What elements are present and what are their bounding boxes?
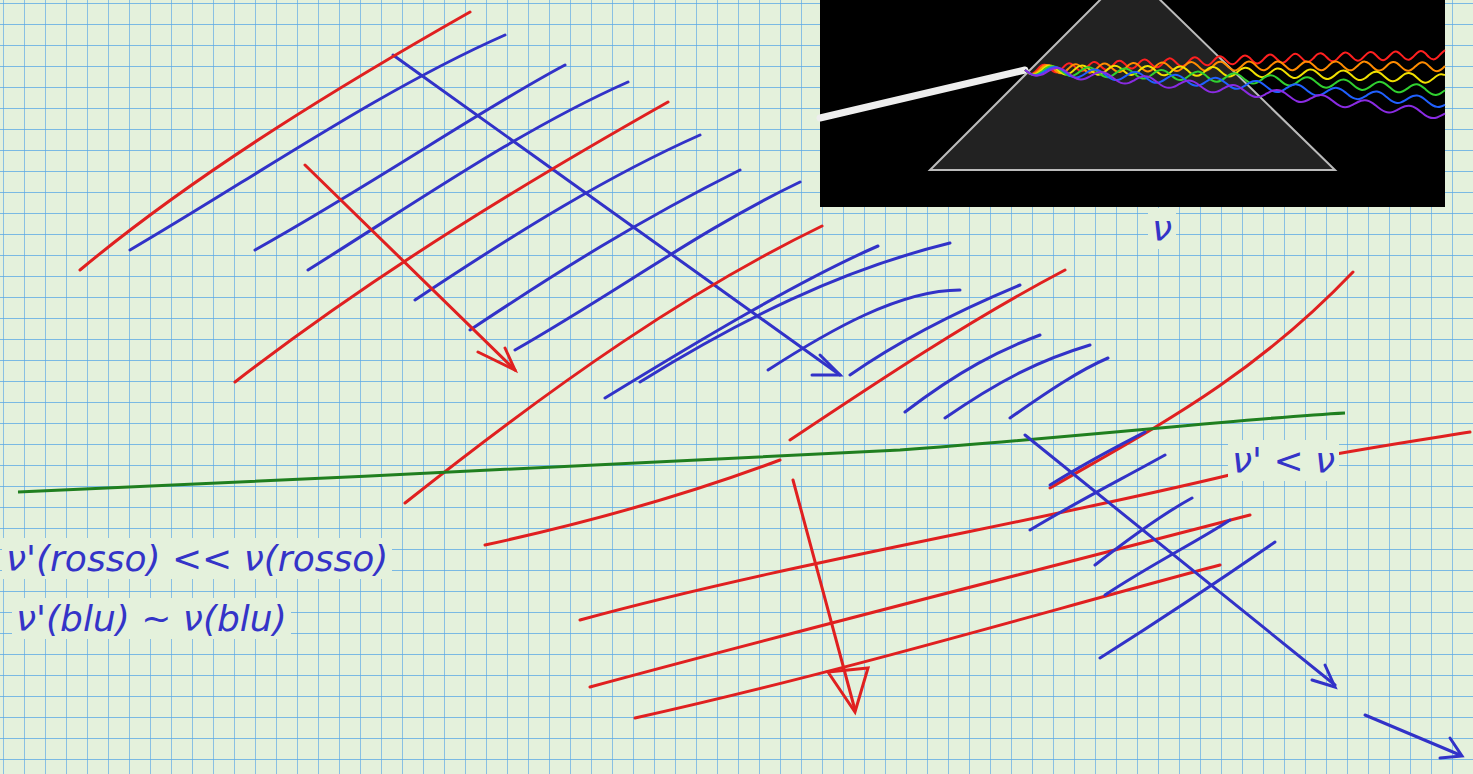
handwritten-note: ν'(rosso) << ν(rosso) (2, 538, 392, 579)
sketch-stroke (515, 182, 800, 350)
handwritten-note: ν' < ν (1228, 440, 1339, 481)
note-text: ν'(rosso) << ν(rosso) (6, 538, 388, 579)
handwritten-note: ν'(blu) ~ ν(blu) (12, 598, 291, 639)
sketch-stroke (1025, 435, 1335, 685)
sketch-stroke (80, 12, 470, 270)
sketch-stroke (1312, 665, 1335, 687)
handwritten-note: ν (1148, 208, 1176, 249)
sketch-stroke (255, 65, 565, 250)
spectrum (1025, 50, 1445, 118)
sketch-stroke (130, 35, 505, 250)
sketch-stroke (235, 102, 668, 382)
sketch-stroke (485, 460, 780, 545)
sketch-stroke (1440, 738, 1462, 758)
note-text: ν (1152, 208, 1172, 249)
sketch-stroke (478, 348, 515, 370)
refracted-red-wavefronts (485, 432, 1470, 718)
sketch-stroke (1050, 432, 1145, 485)
sketch-stroke (1100, 542, 1275, 658)
note-text: ν' < ν (1232, 440, 1335, 481)
sketch-stroke (945, 345, 1090, 418)
sketch-stroke (1010, 358, 1108, 418)
interface-line (18, 413, 1345, 492)
sketch-stroke (793, 480, 855, 710)
sketch-stroke (790, 270, 1065, 440)
sketch-stroke (635, 565, 1220, 718)
spectrum-wave (1025, 66, 1445, 95)
sketch-stroke (580, 432, 1470, 620)
sketch-stroke (1365, 715, 1460, 755)
spectrum-wave (1025, 68, 1445, 118)
sketch-stroke (405, 226, 822, 503)
sketch-stroke (828, 668, 868, 712)
prism (930, 0, 1335, 170)
note-text: ν'(blu) ~ ν(blu) (16, 598, 287, 639)
sketch-stroke (305, 165, 515, 370)
sketch-stroke (1050, 272, 1353, 488)
spectrum-wave (1025, 67, 1445, 107)
sketch-stroke (590, 515, 1250, 687)
prism-photo (820, 0, 1445, 207)
sketch-stroke (768, 290, 960, 370)
sketch-stroke (850, 285, 1020, 375)
spectrum-wave (1025, 50, 1445, 74)
sketch-stroke (393, 55, 840, 375)
sketch-stroke (415, 135, 700, 300)
sketch-stroke (812, 355, 840, 375)
refracted-blue-wavefronts (1025, 432, 1462, 758)
white-beam (820, 70, 1025, 118)
